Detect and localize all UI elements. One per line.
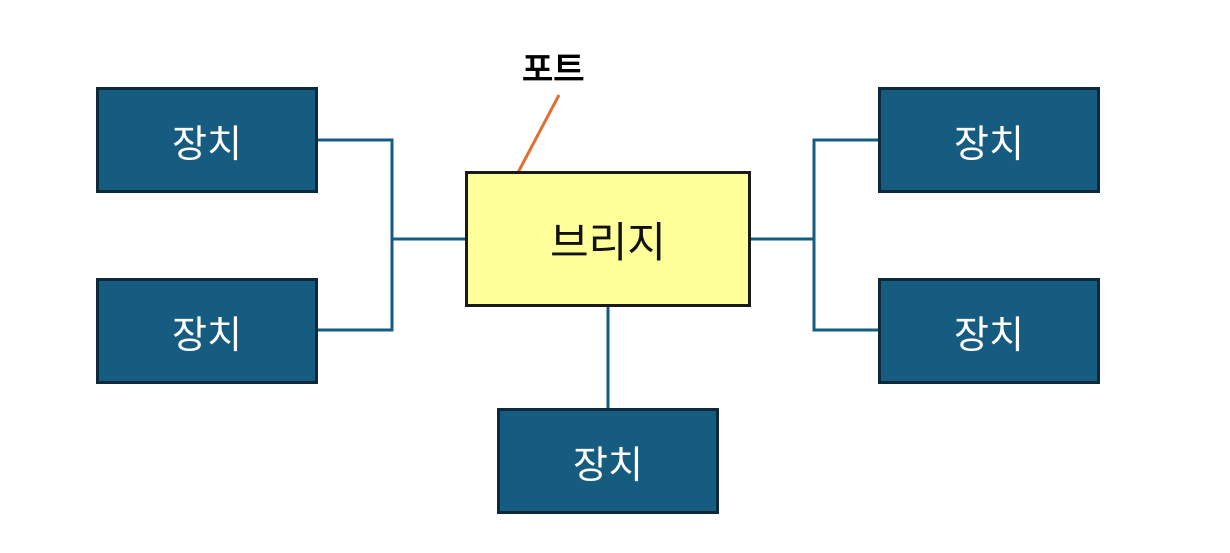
device-label: 장치 — [573, 442, 643, 487]
device-box-top-left: 장치 — [96, 87, 318, 193]
device-label: 장치 — [172, 121, 242, 166]
device-label: 장치 — [954, 121, 1024, 166]
connector-top-left — [316, 138, 394, 332]
device-box-bottom-left: 장치 — [96, 278, 318, 384]
device-box-bottom-center: 장치 — [497, 408, 719, 514]
bridge-label: 브리지 — [550, 217, 666, 267]
device-label: 장치 — [172, 312, 242, 357]
bridge-box: 브리지 — [465, 171, 751, 307]
device-label: 장치 — [954, 312, 1024, 357]
device-box-bottom-right: 장치 — [878, 278, 1100, 384]
device-box-top-right: 장치 — [878, 87, 1100, 193]
connector-top-right — [812, 138, 880, 332]
port-label: 포트 — [522, 50, 585, 90]
